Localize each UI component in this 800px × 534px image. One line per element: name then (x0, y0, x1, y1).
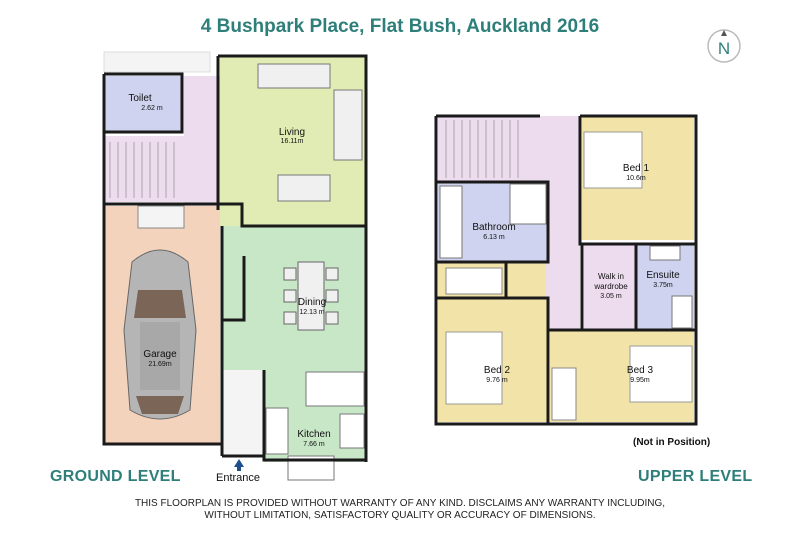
area-garage: 21.69m (148, 361, 172, 368)
area-bed3: 9.95m (630, 377, 650, 384)
entrance-arrow-icon (234, 459, 244, 467)
label-bed3: Bed 3 (627, 365, 654, 376)
page-title: 4 Bushpark Place, Flat Bush, Auckland 20… (200, 16, 600, 37)
hall-ground (184, 76, 220, 226)
label-dining: Dining (298, 297, 326, 308)
area-kitchen: 7.66 m (303, 441, 325, 448)
label-ensuite: Ensuite (646, 270, 680, 281)
compass-label: N (718, 39, 730, 58)
label-garage: Garage (143, 349, 177, 360)
label-bed1: Bed 1 (623, 163, 650, 174)
label-wir-line1: Walk in (598, 272, 624, 281)
stairs-ground (104, 136, 184, 202)
area-bed2: 9.76 m (486, 377, 508, 384)
entrance-label: Entrance (216, 472, 261, 484)
area-living: 16.11m (281, 138, 304, 145)
area-dining: 12.13 m (299, 309, 324, 316)
car-icon (123, 249, 197, 420)
disclaimer-line-2: WITHOUT LIMITATION, SATISFACTORY QUALITY… (204, 510, 596, 521)
disclaimer: THIS FLOORPLAN IS PROVIDED WITHOUT WARRA… (0, 498, 800, 522)
room-walk-in-wardrobe (584, 244, 636, 330)
compass-icon: N (707, 29, 741, 63)
upper-level-plan (434, 114, 698, 426)
not-in-position-note: (Not in Position) (633, 437, 711, 448)
ground-level-plan (102, 51, 368, 481)
label-toilet: Toilet (128, 93, 152, 104)
label-bed2: Bed 2 (484, 365, 511, 376)
area-bed1: 10.6m (626, 175, 646, 182)
area-bathroom: 6.13 m (483, 234, 505, 241)
entry-ground (222, 370, 266, 456)
area-wir: 3.05 m (600, 293, 622, 300)
disclaimer-line-1: THIS FLOORPLAN IS PROVIDED WITHOUT WARRA… (134, 498, 666, 509)
ground-level-label: GROUND LEVEL (50, 468, 181, 485)
label-living: Living (279, 127, 305, 138)
label-kitchen: Kitchen (297, 429, 330, 440)
label-wir-line2: wardrobe (593, 282, 628, 291)
label-bathroom: Bathroom (472, 222, 515, 233)
upper-level-label: UPPER LEVEL (638, 468, 753, 485)
room-toilet (104, 76, 182, 132)
area-ensuite: 3.75m (653, 282, 673, 289)
area-toilet: 2.62 m (141, 105, 163, 112)
